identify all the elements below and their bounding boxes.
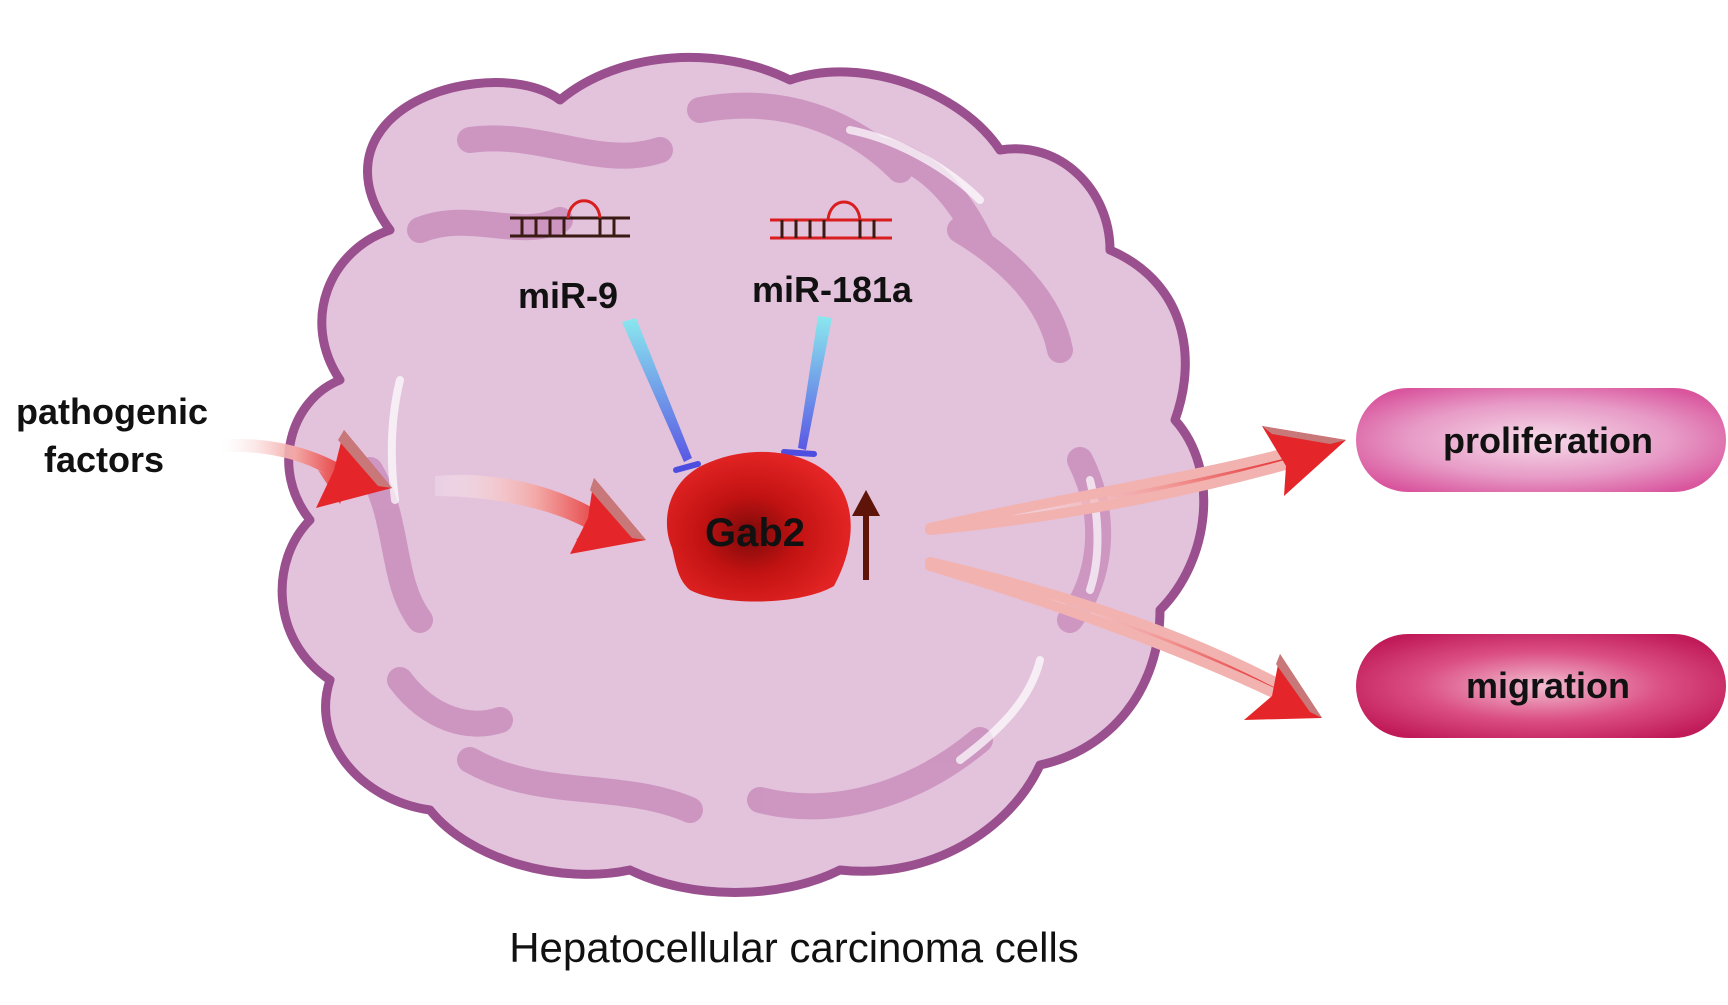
- arrow-to-migration: [925, 557, 1322, 720]
- inhibition-t-bar-icon: [622, 318, 701, 473]
- arrow-to-gab2: [435, 474, 646, 554]
- mirna-hairpin-icon: [510, 199, 630, 238]
- proliferation-label: proliferation: [1443, 420, 1653, 461]
- mirna-hairpin-icon: [770, 200, 892, 240]
- arrow-to-proliferation: [925, 426, 1346, 535]
- gab2-node: Gab2: [666, 451, 851, 602]
- pathogenic-label-line1: pathogenic: [16, 391, 208, 432]
- cell-highlights: [387, 126, 1102, 764]
- migration-pill: migration: [1356, 634, 1726, 738]
- gab2-label: Gab2: [705, 511, 805, 555]
- inhibition-t-bar-icon: [781, 316, 832, 457]
- pathogenic-label-line2: factors: [44, 439, 164, 480]
- mirna-left-label: miR-9: [518, 275, 618, 316]
- proliferation-pill: proliferation: [1356, 388, 1726, 492]
- migration-label: migration: [1466, 665, 1630, 706]
- mirna-right-label: miR-181a: [752, 269, 913, 310]
- arrow-pathogenic-to-cell: [220, 430, 392, 508]
- cell-caption: Hepatocellular carcinoma cells: [509, 924, 1079, 971]
- up-arrow-icon: [852, 490, 880, 580]
